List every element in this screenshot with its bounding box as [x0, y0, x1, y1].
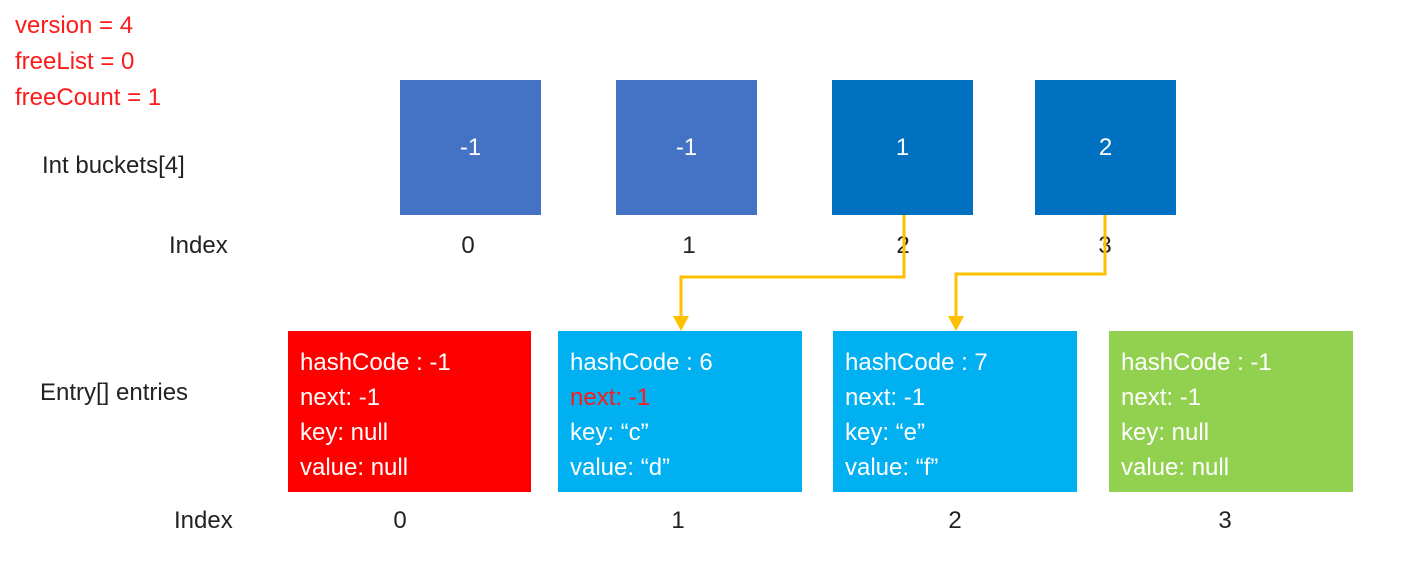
arrow-head-entry2: [948, 316, 964, 331]
entry-hashcode: hashCode : 6: [570, 349, 713, 376]
bucket-value: 2: [1098, 133, 1113, 161]
entry-next: next: -1: [300, 384, 381, 411]
entry-value: value: null: [300, 454, 409, 481]
bucket-cell-2: 1: [832, 80, 973, 215]
entry-index-2: 2: [948, 507, 962, 534]
entry-next: next: -1: [845, 384, 926, 411]
bucket-value: -1: [675, 133, 698, 161]
entry-key: key: null: [300, 419, 389, 446]
entry-index-3: 3: [1218, 507, 1232, 534]
entry-index-label: Index: [174, 507, 233, 534]
bucket-value: -1: [459, 133, 482, 161]
arrow-bucket2-to-entry1: [679, 215, 906, 318]
entry-hashcode: hashCode : -1: [300, 349, 451, 376]
freecount-text: freeCount = 1: [15, 84, 162, 111]
entry-index-1: 1: [671, 507, 685, 534]
version-text: version = 4: [15, 12, 134, 39]
bucket-index-label: Index: [169, 232, 228, 259]
freelist-text: freeList = 0: [15, 48, 135, 75]
bucket-index-0: 0: [461, 232, 475, 259]
entry-box-0: hashCode : -1 next: -1 key: null value: …: [288, 331, 531, 492]
arrow-head-entry1: [673, 316, 689, 331]
bucket-cell-0: -1: [400, 80, 541, 215]
entry-next: next: -1: [1121, 384, 1202, 411]
entry-key: key: “e”: [845, 419, 926, 446]
entry-value: value: “f”: [845, 454, 939, 481]
bucket-value: 1: [895, 133, 910, 161]
bucket-index-1: 1: [682, 232, 696, 259]
bucket-cell-1: -1: [616, 80, 757, 215]
bucket-cell-3: 2: [1035, 80, 1176, 215]
entry-value: value: “d”: [570, 454, 671, 481]
arrow-bucket3-to-entry2: [954, 215, 1107, 318]
entries-label: Entry[] entries: [40, 379, 189, 406]
entry-index-0: 0: [393, 507, 407, 534]
buckets-label: Int buckets[4]: [42, 152, 185, 179]
entry-box-2: hashCode : 7 next: -1 key: “e” value: “f…: [833, 331, 1077, 492]
entry-key: key: null: [1121, 419, 1210, 446]
entry-value: value: null: [1121, 454, 1230, 481]
entry-hashcode: hashCode : -1: [1121, 349, 1272, 376]
entry-box-3: hashCode : -1 next: -1 key: null value: …: [1109, 331, 1353, 492]
entry-box-1: hashCode : 6 next: -1 key: “c” value: “d…: [558, 331, 802, 492]
entry-key: key: “c”: [570, 419, 649, 446]
entry-hashcode: hashCode : 7: [845, 349, 988, 376]
entry-next: next: -1: [570, 384, 651, 411]
